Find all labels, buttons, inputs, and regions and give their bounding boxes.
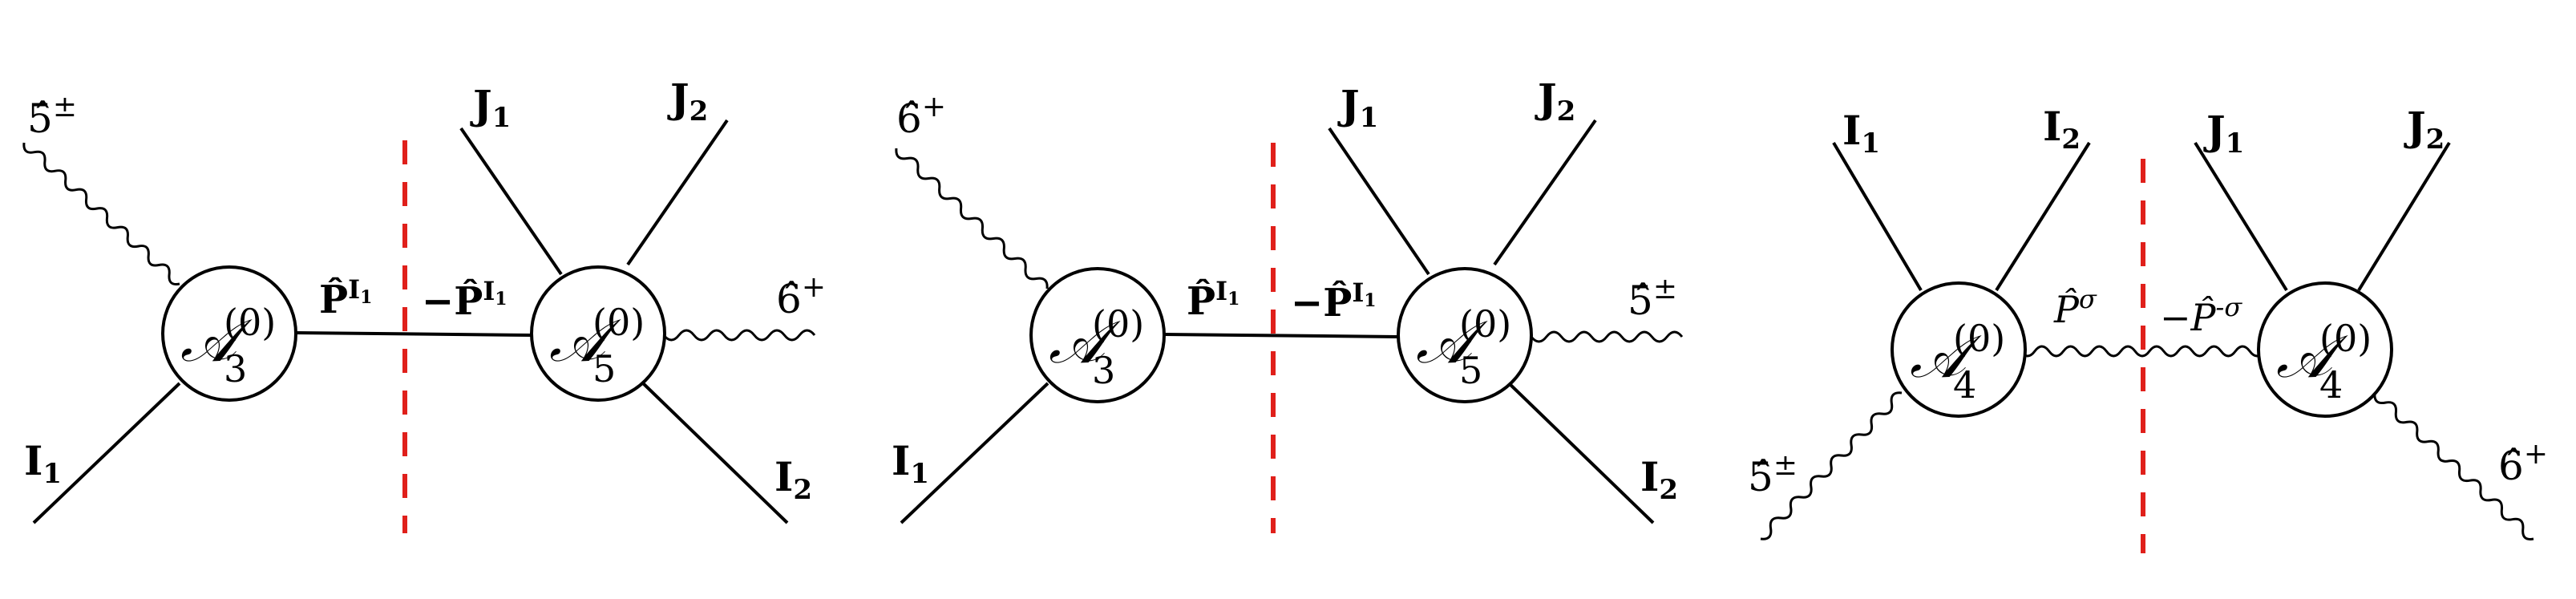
leg-J2-line xyxy=(2357,141,2451,292)
blob-A3-sub: 3 xyxy=(1092,349,1115,392)
blob-A4-right xyxy=(2257,281,2393,418)
label-I1: I1 xyxy=(892,437,929,490)
leg-I1-line xyxy=(900,382,1049,524)
photon-top-line xyxy=(895,148,1049,289)
blob-A5-sub: 5 xyxy=(592,347,616,391)
photon-right-line xyxy=(662,329,816,342)
leg-I2-line xyxy=(640,380,789,524)
leg-I2-line xyxy=(1506,380,1655,524)
label-6-right: 6̂+ xyxy=(776,271,826,322)
blob-A3-sub: 3 xyxy=(224,347,247,391)
label-I1: I1 xyxy=(1842,107,1880,160)
propagator-line xyxy=(294,331,533,337)
label-prop-right: −P̂-σ xyxy=(2160,292,2242,339)
label-prop-left: P̂I1 xyxy=(1187,276,1239,324)
leg-J1-line xyxy=(459,127,563,276)
leg-I1-line xyxy=(1832,141,1923,292)
blob-A3 xyxy=(161,265,297,402)
blob-A4-left xyxy=(1891,281,2027,418)
label-6-top: 6̂+ xyxy=(896,91,946,142)
label-J1: J1 xyxy=(1337,81,1378,134)
label-prop-right: −P̂I1 xyxy=(422,276,508,324)
diagram-1: 𝒜 (0) 3 𝒜 (0) 5 5̂± 6̂+ I1 I2 J1 J2 P̂I1… xyxy=(22,75,826,533)
label-5-top: 5̂± xyxy=(27,91,77,142)
diagram-2: 𝒜 (0) 3 𝒜 (0) 5 6̂+ 5̂± I1 I2 J1 J2 P̂I1… xyxy=(892,75,1684,533)
blob-A5 xyxy=(530,265,666,402)
leg-I1-line xyxy=(32,382,181,524)
label-J1: J1 xyxy=(2203,107,2244,160)
label-5-bottom-left: 5̂± xyxy=(1748,449,1798,500)
leg-J2-line xyxy=(1493,119,1597,266)
label-prop-right: −P̂I1 xyxy=(1291,277,1377,326)
leg-J2-line xyxy=(626,119,729,266)
leg-J1-line xyxy=(2194,141,2288,292)
photon-bottom-left-line xyxy=(1760,391,1903,540)
blob-A3-sup: (0) xyxy=(224,301,276,344)
label-5-right: 5̂± xyxy=(1628,273,1677,324)
label-I1: I1 xyxy=(24,437,62,490)
label-I2: I2 xyxy=(2043,103,2081,156)
blob-A4-right-sup: (0) xyxy=(2319,317,2372,360)
label-I2: I2 xyxy=(774,453,812,506)
blob-A5-sup: (0) xyxy=(1459,302,1511,346)
blob-A3 xyxy=(1029,267,1166,403)
diagram-3: 𝒜 (0) 4 𝒜 (0) 4 I1 I2 J1 J2 5̂± 6̂+ P̂σ … xyxy=(1748,103,2548,553)
label-J2: J2 xyxy=(2404,103,2445,156)
blob-A4-right-sub: 4 xyxy=(2319,363,2343,407)
label-6-bottom-right: 6̂+ xyxy=(2498,438,2548,489)
label-I2: I2 xyxy=(1640,453,1678,506)
photon-bottom-right-line xyxy=(2373,392,2534,540)
label-J2: J2 xyxy=(667,75,708,127)
photon-right-line xyxy=(1530,330,1684,343)
blob-A5 xyxy=(1397,267,1533,403)
label-J2: J2 xyxy=(1535,75,1575,127)
propagator-line xyxy=(1163,333,1398,338)
leg-I2-line xyxy=(1995,141,2091,292)
label-prop-left: P̂σ xyxy=(2053,284,2097,331)
leg-J1-line xyxy=(1328,127,1430,276)
blob-A3-sup: (0) xyxy=(1092,302,1144,346)
propagator-photon-line xyxy=(2019,345,2266,358)
label-prop-left: P̂I1 xyxy=(319,274,372,322)
blob-A5-sup: (0) xyxy=(592,301,645,344)
photon-top-line xyxy=(22,142,180,285)
blob-A5-sub: 5 xyxy=(1459,349,1482,392)
blob-A4-left-sup: (0) xyxy=(1953,317,2005,360)
label-J1: J1 xyxy=(470,81,511,134)
blob-A4-left-sub: 4 xyxy=(1953,363,1976,407)
